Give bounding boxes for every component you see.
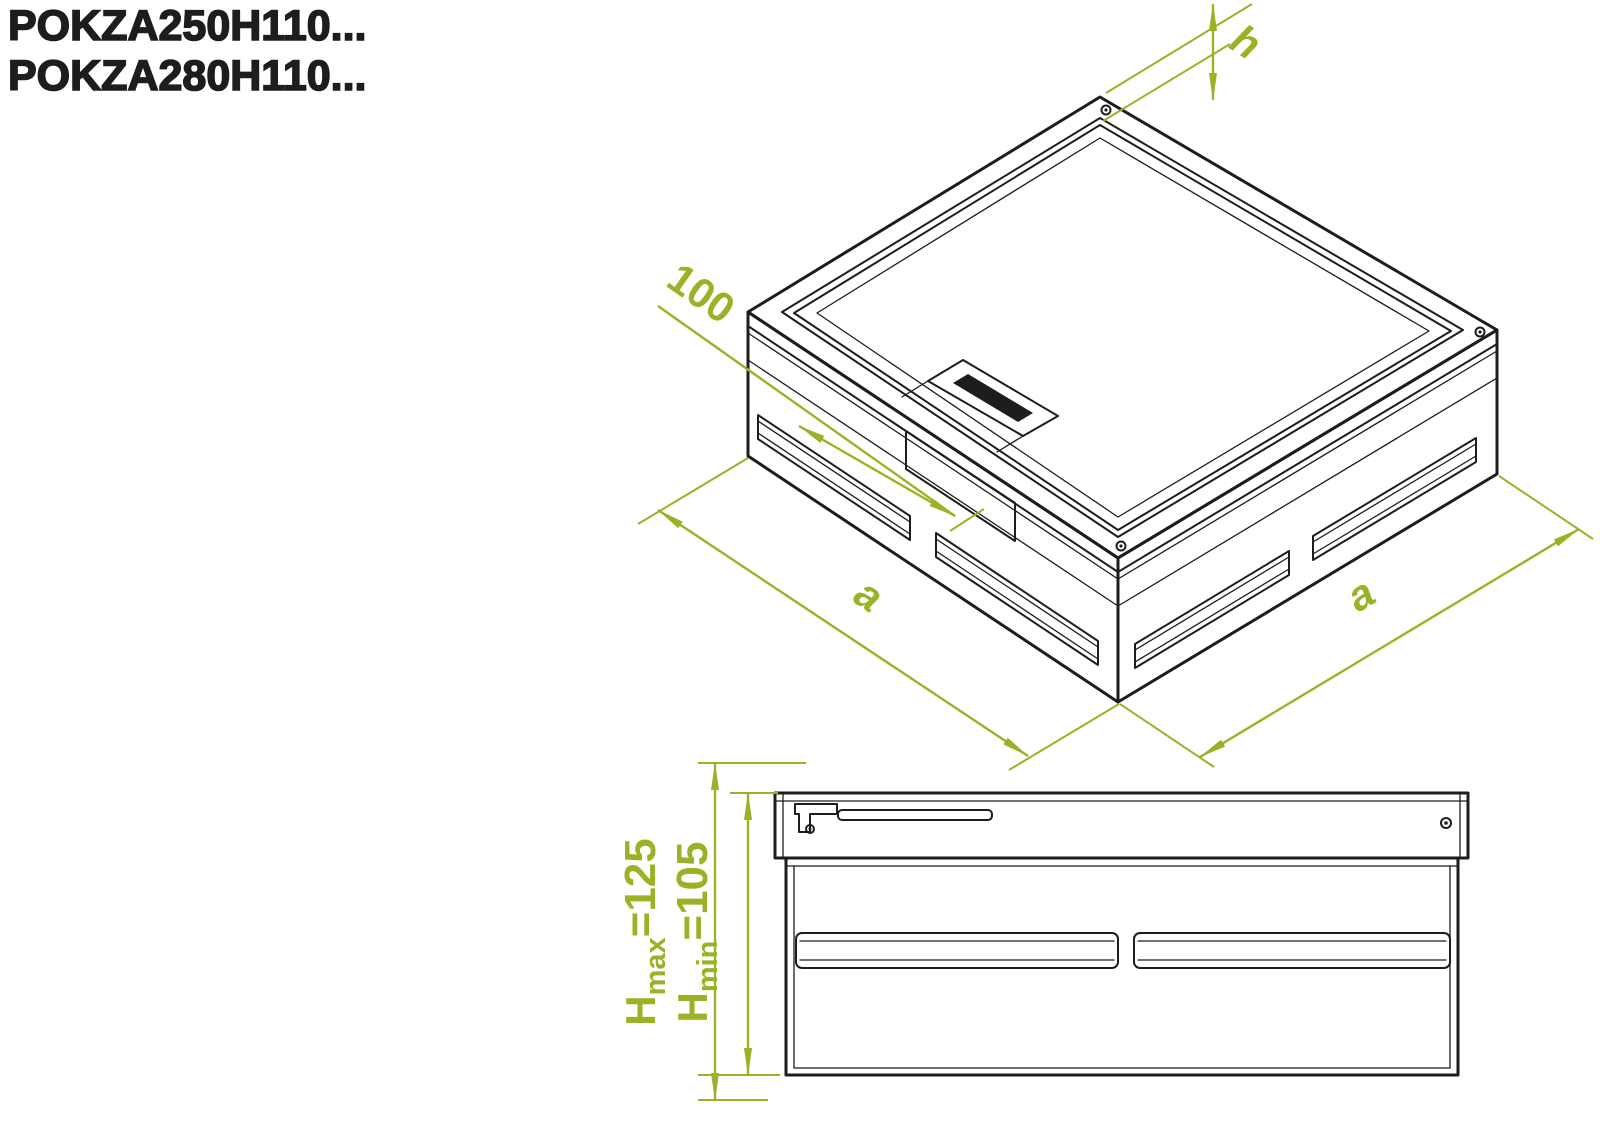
leveling-screw-bracket: [794, 803, 838, 833]
product-title-line-2: POKZA280H110...: [8, 52, 367, 100]
lid-inner-panel-line: [816, 137, 1430, 518]
adjustment-slot-inner-line: [1312, 443, 1477, 543]
hmin-base: H: [669, 992, 716, 1022]
handle-slot-front: [837, 809, 993, 821]
corner-screw-dot: [1478, 330, 1482, 334]
dimension-hmin: Hmin=105: [668, 792, 780, 1076]
adjustment-slot-inner-line: [935, 550, 1099, 660]
product-title: POKZA250H110... POKZA280H110...: [7, 1, 367, 101]
rim-screw-dot: [1444, 821, 1448, 825]
adjustment-slot-inner-line: [1134, 556, 1290, 651]
adjustment-slot-outline: [1312, 437, 1477, 561]
handle-slot: [953, 374, 1033, 422]
box-front-right-face: [1116, 328, 1499, 704]
handle-seam-line: [996, 435, 1024, 453]
corner-screw-icon: [1115, 540, 1127, 552]
rim-screw-icon: [1440, 817, 1452, 829]
handle-seam-line: [901, 380, 929, 398]
adjustment-slot-outline: [1134, 550, 1290, 669]
leveling-screw: [794, 803, 838, 834]
body-step-line: [747, 359, 1119, 607]
dimension-hmax-label: Hmax=125: [616, 838, 672, 1026]
lid-outer-edge: [793, 124, 1452, 531]
dimension-h: h: [1102, 3, 1269, 122]
dimension-hmin-label: Hmin=105: [668, 841, 724, 1022]
product-title-line-1: POKZA250H110...: [8, 2, 367, 50]
elevation-view: [773, 791, 1470, 1077]
dimension-hmax: Hmax=125: [616, 762, 806, 1101]
hmin-value: =105: [668, 841, 717, 940]
extension-line: [1008, 703, 1120, 771]
top-face-rim-inner-edge: [781, 117, 1464, 538]
dimension-line: [798, 424, 956, 518]
corner-screw-dot: [1104, 108, 1108, 112]
extension-line: [1105, 3, 1253, 94]
hmax-value: =125: [616, 838, 665, 937]
extension-line: [1119, 703, 1215, 768]
box-front-left-face: [746, 310, 1120, 704]
lid-handle: [901, 359, 1059, 453]
leveling-screw-dot: [808, 827, 812, 831]
corner-screw-icon: [1100, 104, 1112, 116]
adjustment-slot-inner-line: [935, 538, 1099, 648]
elevation-rim: [773, 791, 1470, 860]
dimension-100-label: 100: [659, 254, 743, 333]
dimension-a-right: a: [1119, 475, 1594, 768]
adjustment-slot-front: [1133, 932, 1451, 969]
dimension-line: [657, 509, 1029, 757]
dimension-annotations: h 100 a a Hmax=125: [616, 3, 1594, 1101]
dimension-line: [1199, 527, 1580, 759]
hmax-base: H: [617, 995, 664, 1025]
hmin-subscript: min: [692, 941, 724, 993]
elevation-body: [784, 856, 1460, 1077]
hmax-subscript: max: [640, 937, 672, 995]
flange-lip-inner-line: [747, 332, 1119, 580]
extension-line: [637, 457, 749, 525]
body-step-line: [1117, 377, 1498, 607]
extension-line: [1102, 43, 1231, 122]
flange-lip-inner-line: [1117, 350, 1498, 580]
adjustment-slot-outline: [935, 532, 1099, 666]
adjustment-slot-inner-line: [1312, 455, 1477, 555]
dimension-a-left: a: [637, 457, 1120, 771]
dimension-h-label: h: [1222, 15, 1269, 68]
dimension-a-left-label: a: [846, 569, 892, 621]
dimension-a-right-label: a: [1338, 568, 1382, 620]
rim-outline: [773, 791, 1470, 860]
flange-lip-line: [1117, 343, 1498, 573]
adjustment-slot-inner-line: [757, 420, 911, 523]
corner-screws: [1100, 104, 1486, 552]
adjustment-slot-inner-line: [1134, 568, 1290, 663]
front-right-face-outline: [1116, 328, 1499, 704]
adjustment-slot-front: [795, 932, 1119, 969]
body-outline: [784, 856, 1460, 1077]
corner-screw-dot: [1119, 544, 1123, 548]
corner-screw-icon: [1474, 326, 1486, 338]
extension-line: [949, 508, 985, 532]
adjustment-slot-inner-line: [757, 432, 911, 535]
leveling-screw-head-icon: [805, 824, 815, 834]
